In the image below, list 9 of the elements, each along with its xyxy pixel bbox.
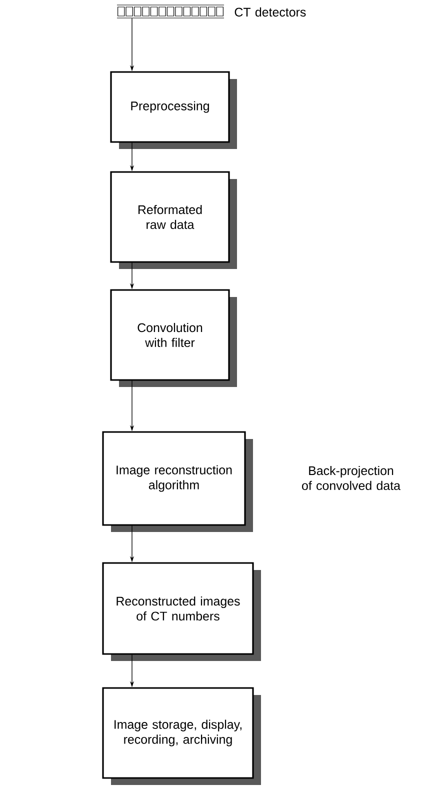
process-box: Image storage, display, recording, archiving (102, 687, 261, 785)
detector-strip-drawing (116, 4, 224, 18)
process-box: Convolution with filter (110, 289, 237, 387)
process-box: Reformated raw data (110, 171, 237, 269)
process-box: Preprocessing (110, 71, 237, 149)
side-label: Back-projection of convolved data (302, 466, 400, 490)
side-label: CT detectors (234, 7, 306, 17)
process-box: Reconstructed images of CT numbers (102, 562, 261, 661)
process-box: Image reconstruction algorithm (102, 431, 253, 532)
